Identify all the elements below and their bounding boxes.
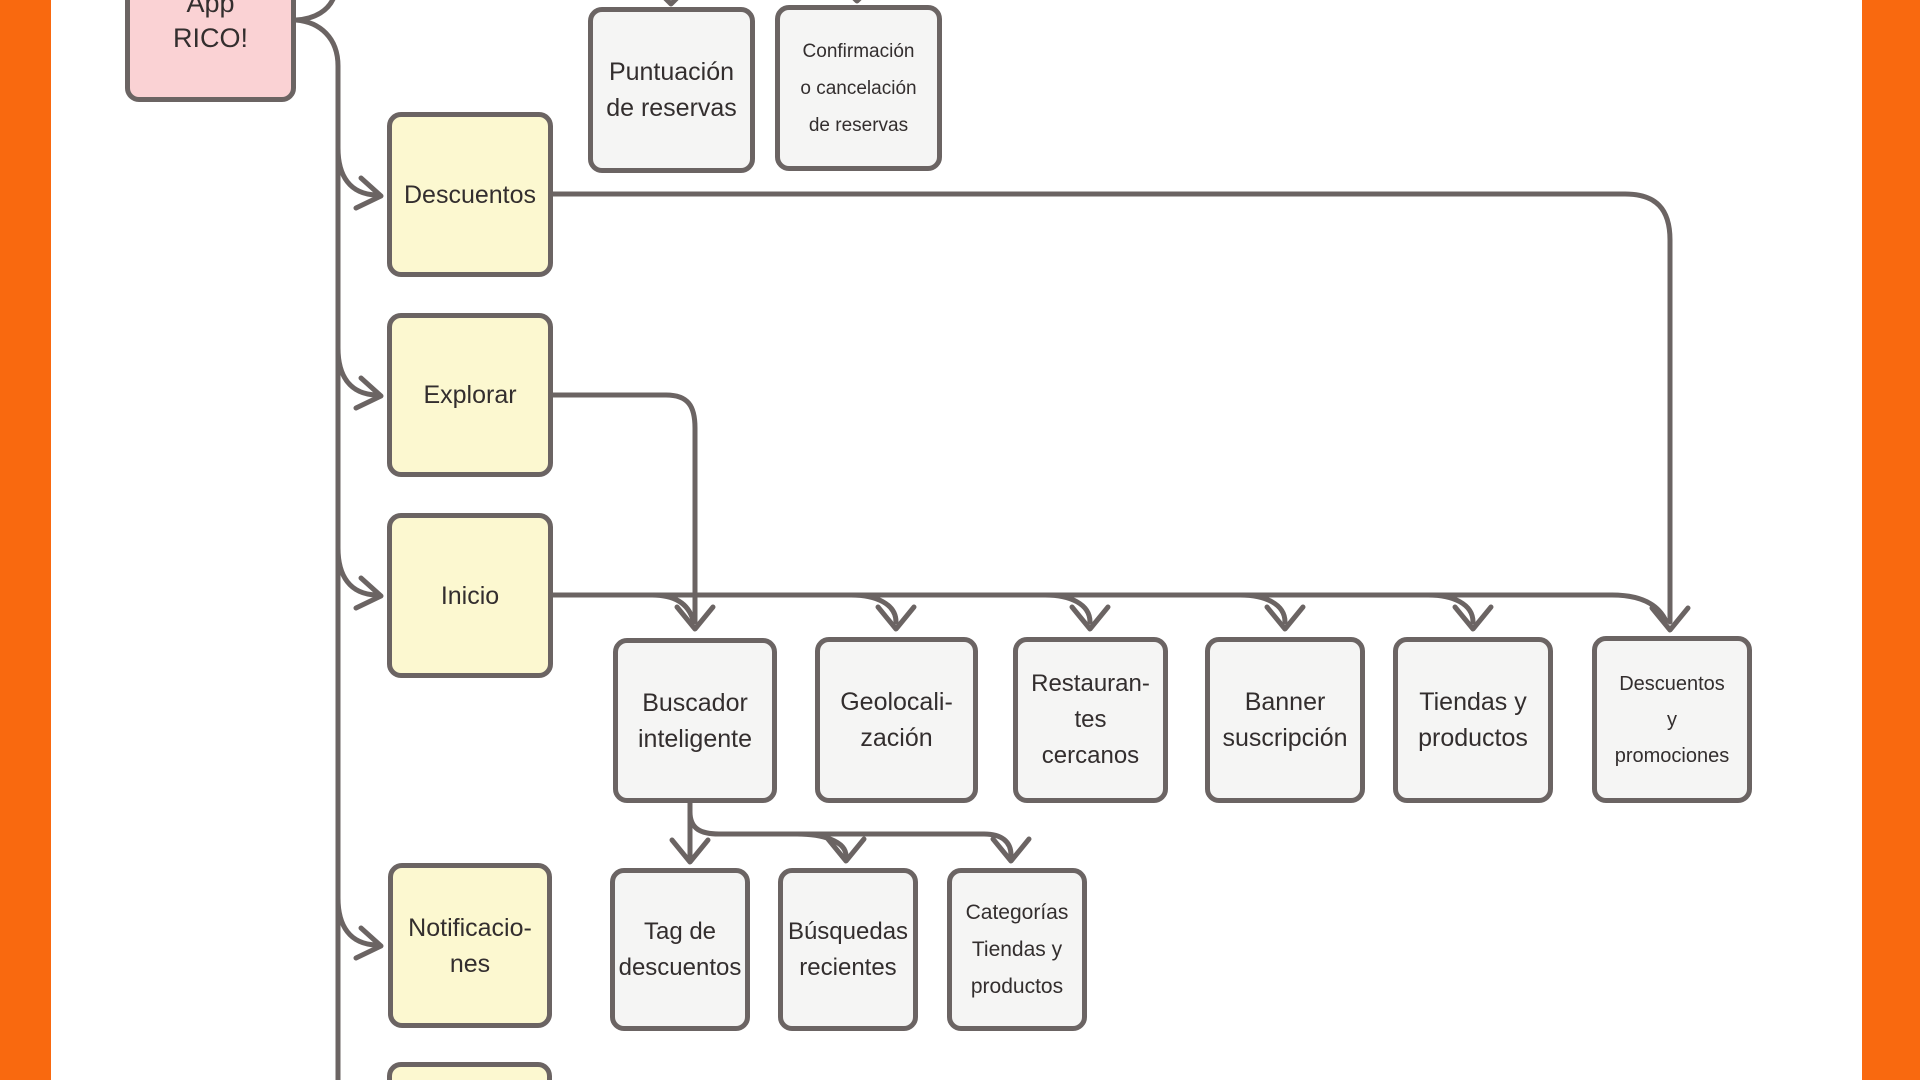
node-label-line: cercanos [1041, 742, 1140, 769]
node-label-line: Categorías [965, 901, 1069, 924]
node-label-line: zación [860, 724, 933, 752]
node-label-line: Notificacio- [408, 913, 532, 942]
node-label-line: o cancelación [800, 77, 917, 99]
node-label-line: descuentos [618, 953, 742, 981]
node-label-line: suscripción [1222, 724, 1348, 752]
node-descuentos-promociones[interactable]: Descuentos y promociones [1592, 636, 1752, 803]
arrowhead-banner [1264, 604, 1306, 632]
node-label-line: Explorar [423, 381, 517, 409]
node-label-line: promociones [1614, 744, 1730, 767]
node-label-line: de reservas [606, 94, 737, 122]
node-label-line: Descuentos [403, 180, 537, 209]
node-label-line: Geolocali- [840, 688, 953, 716]
arrowhead-tiendas [1452, 604, 1494, 632]
arrowhead-tag-descuentos [669, 837, 711, 865]
arrowhead-puntuacion [663, 0, 679, 7]
node-restaurantes-cercanos[interactable]: Restauran- tes cercanos [1013, 637, 1168, 803]
frame-left-border [0, 0, 51, 1080]
node-label-line: y [1667, 708, 1677, 731]
node-label-line: Confirmación [802, 40, 915, 62]
node-label-line: inteligente [638, 724, 752, 753]
arrowhead-busquedas [825, 836, 867, 864]
arrowhead-explorar [353, 375, 384, 411]
node-geolocalizacion[interactable]: Geolocali- zación [815, 637, 978, 803]
node-label-line: Tiendas y [971, 938, 1063, 961]
connector-branch-restaurantes [1042, 592, 1093, 625]
node-label-line: RICO! [172, 23, 248, 53]
connector-descuentos-to-promociones [550, 191, 1673, 625]
connector-branch-inicio [335, 545, 379, 598]
connector-inicio-merge-buscador [649, 592, 696, 623]
arrowhead-descuentos-promociones [1649, 605, 1691, 633]
node-label-line: Búsquedas [787, 917, 909, 945]
node-bottom-partial[interactable] [387, 1062, 552, 1080]
node-label-line: App [186, 0, 235, 18]
node-label-line: Buscador [642, 688, 748, 717]
node-descuentos[interactable]: Descuentos [387, 112, 553, 277]
node-explorar[interactable]: Explorar [387, 313, 553, 477]
node-label-line: Tag de [643, 917, 717, 945]
arrowhead-inicio [353, 575, 384, 611]
arrowhead-categorias [990, 836, 1032, 864]
node-busquedas-recientes[interactable]: Búsquedas recientes [778, 868, 918, 1031]
connector-branch-descuentos [335, 145, 379, 198]
node-app-rico[interactable]: App RICO! [125, 0, 296, 102]
arrowhead-restaurantes [1069, 604, 1111, 632]
node-label-line: tes [1074, 706, 1107, 733]
connector-branch-banner [1237, 592, 1288, 625]
connector-branch-explorar [335, 345, 379, 398]
arrowhead-buscador [674, 604, 716, 632]
node-tag-descuentos[interactable]: Tag de descuentos [610, 868, 750, 1031]
node-label-line: Restauran- [1031, 670, 1150, 697]
node-tiendas-productos[interactable]: Tiendas y productos [1393, 637, 1553, 803]
connector-app-fork-up [293, 0, 336, 23]
connector-branch-tiendas [1425, 592, 1476, 625]
connector-trunk [293, 17, 341, 1080]
node-notificaciones[interactable]: Notificacio- nes [388, 863, 552, 1028]
node-inicio[interactable]: Inicio [387, 513, 553, 678]
node-label-line: Tiendas y [1419, 688, 1527, 716]
arrowhead-descuentos [353, 175, 384, 211]
node-buscador-inteligente[interactable]: Buscador inteligente [613, 638, 777, 803]
node-label-line: productos [1418, 724, 1528, 752]
connector-explorar-to-buscador [550, 392, 698, 625]
node-label-line: Puntuación [608, 58, 735, 86]
arrowhead-confirmacion [852, 0, 862, 4]
connector-branch-geolocalizacion [848, 592, 899, 625]
node-label-line: recientes [799, 953, 897, 981]
arrowhead-geolocalizacion [875, 604, 917, 632]
node-label-line: nes [449, 949, 491, 978]
node-banner-suscripcion[interactable]: Banner suscripción [1205, 637, 1365, 803]
connector-buscador-secondrow [687, 809, 1014, 858]
frame-right-border [1862, 0, 1920, 1080]
node-confirmacion-cancelacion[interactable]: Confirmación o cancelación de reservas [775, 5, 942, 171]
connector-inicio-line [550, 592, 1669, 624]
arrowhead-notificaciones [353, 925, 384, 961]
node-label-line: productos [970, 975, 1064, 998]
node-label-line: Descuentos [1619, 672, 1725, 695]
node-label-line: Inicio [440, 581, 500, 610]
node-label-line: de reservas [808, 114, 909, 136]
node-label-line: Banner [1244, 688, 1326, 716]
connector-branch-notificaciones [335, 895, 379, 948]
node-puntuacion-reservas[interactable]: Puntuación de reservas [588, 7, 755, 173]
node-categorias-tiendas-productos[interactable]: Categorías Tiendas y productos [947, 868, 1087, 1031]
